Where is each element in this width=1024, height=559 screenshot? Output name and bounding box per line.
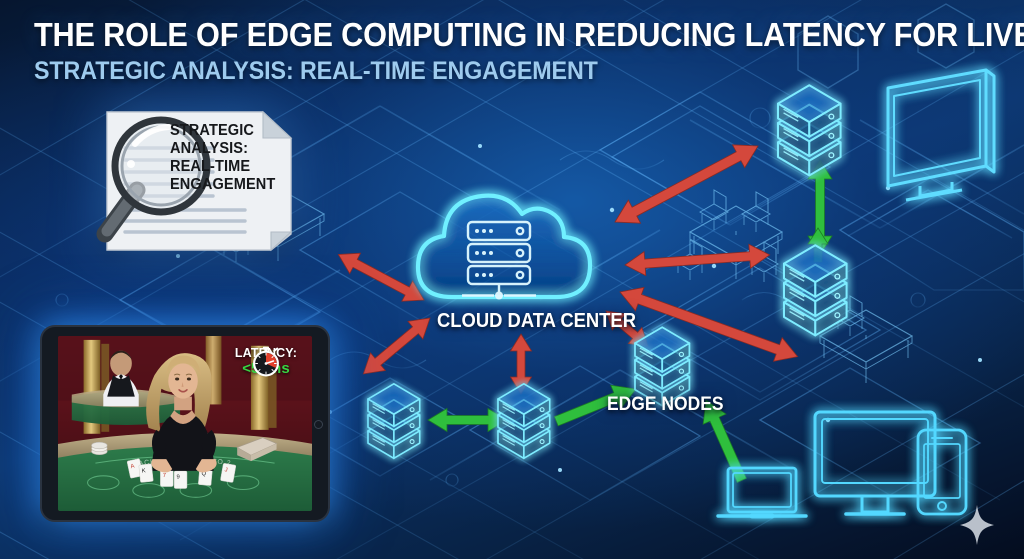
tablet-device[interactable]: BLACKJACK PAYS 3 TO 2 A K 7 9 Q J	[40, 325, 330, 522]
svg-text:7: 7	[163, 473, 166, 479]
page-subtitle: STRATEGIC ANALYSIS: REAL-TIME ENGAGEMENT	[34, 56, 598, 85]
server-node-bottom-left	[367, 383, 421, 460]
doc-line-4: ENGAGEMENT	[170, 175, 276, 193]
cloud-link-arrows	[337, 144, 799, 395]
sparkle-star-icon	[960, 505, 994, 545]
page-title: THE ROLE OF EDGE COMPUTING IN REDUCING L…	[34, 16, 1024, 53]
svg-text:9: 9	[177, 475, 180, 481]
document-text-block: STRATEGIC ANALYSIS: REAL-TIME ENGAGEMENT	[170, 122, 283, 194]
stopwatch-icon	[253, 346, 279, 377]
server-node-bottom-mid	[497, 383, 551, 460]
server-node-top-right	[776, 84, 842, 177]
cloud-server-icon	[415, 193, 593, 300]
monitor-icon	[886, 68, 996, 202]
header: THE ROLE OF EDGE COMPUTING IN REDUCING L…	[34, 18, 1024, 84]
server-node-mid-right	[782, 244, 848, 337]
latency-badge: LATENCY: <50ms	[227, 346, 305, 377]
doc-line-1: STRATEGIC	[170, 122, 254, 139]
smartphone-icon	[916, 428, 968, 516]
live-dealer-stream[interactable]: BLACKJACK PAYS 3 TO 2 A K 7 9 Q J	[58, 336, 312, 511]
laptop-icon	[716, 466, 808, 519]
doc-line-3: REAL-TIME	[170, 157, 251, 175]
cloud-rack-icon	[462, 220, 536, 300]
desktop-monitor-icon	[813, 410, 937, 516]
doc-line-2: ANALYSIS:	[170, 139, 249, 157]
tablet-home-button[interactable]	[314, 419, 323, 429]
svg-text:K: K	[141, 468, 146, 474]
edge-nodes-label: EDGE NODES	[607, 394, 724, 415]
cloud-data-center-label: CLOUD DATA CENTER	[437, 310, 636, 332]
